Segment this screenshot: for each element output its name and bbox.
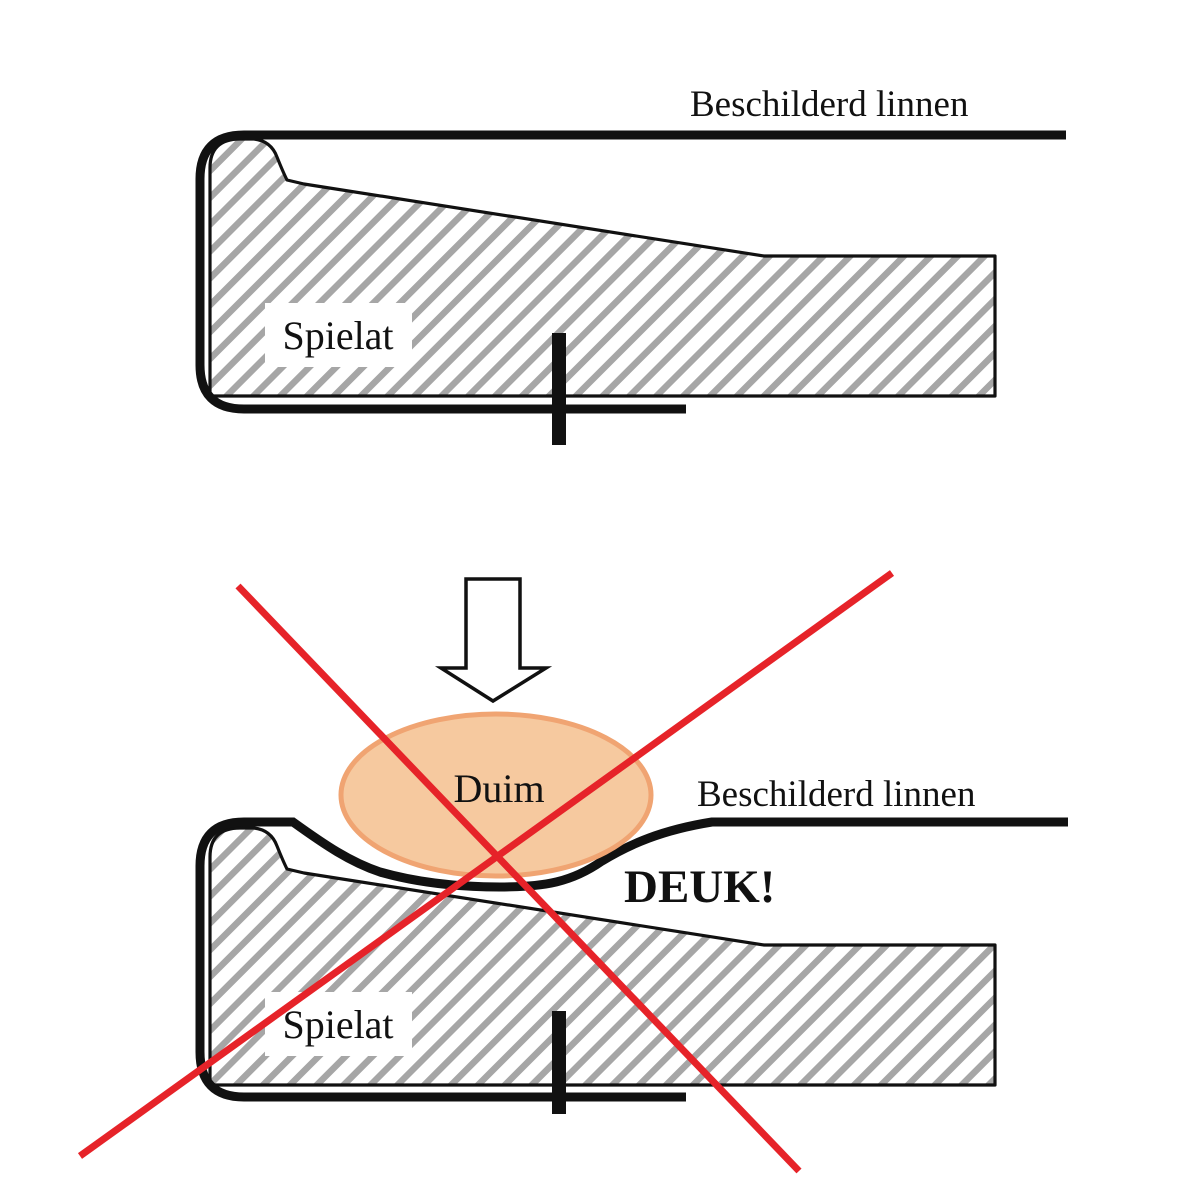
canvas-label: Beschilderd linnen [697,774,975,815]
canvas-line [195,130,1066,414]
red-cross-line-1 [77,570,895,1159]
thumb-label: Duim [453,766,544,811]
thumb-ellipse [338,711,654,879]
stretcher-label: Spielat [282,313,393,358]
dent-label: DEUK! [624,861,775,913]
down-arrow-icon [434,577,553,704]
bottom-diagram: Spielat Beschilderd linnen Duim DEUK! [77,570,1068,1174]
canvas-label: Beschilderd linnen [690,84,968,125]
stretcher-label: Spielat [282,1002,393,1047]
staple [552,1011,566,1114]
staple [552,333,566,445]
red-cross-line-2 [235,583,802,1174]
canvas-line-dented [195,817,1068,1102]
label-box [265,303,412,367]
top-diagram: Spielat Beschilderd linnen [195,84,1066,445]
